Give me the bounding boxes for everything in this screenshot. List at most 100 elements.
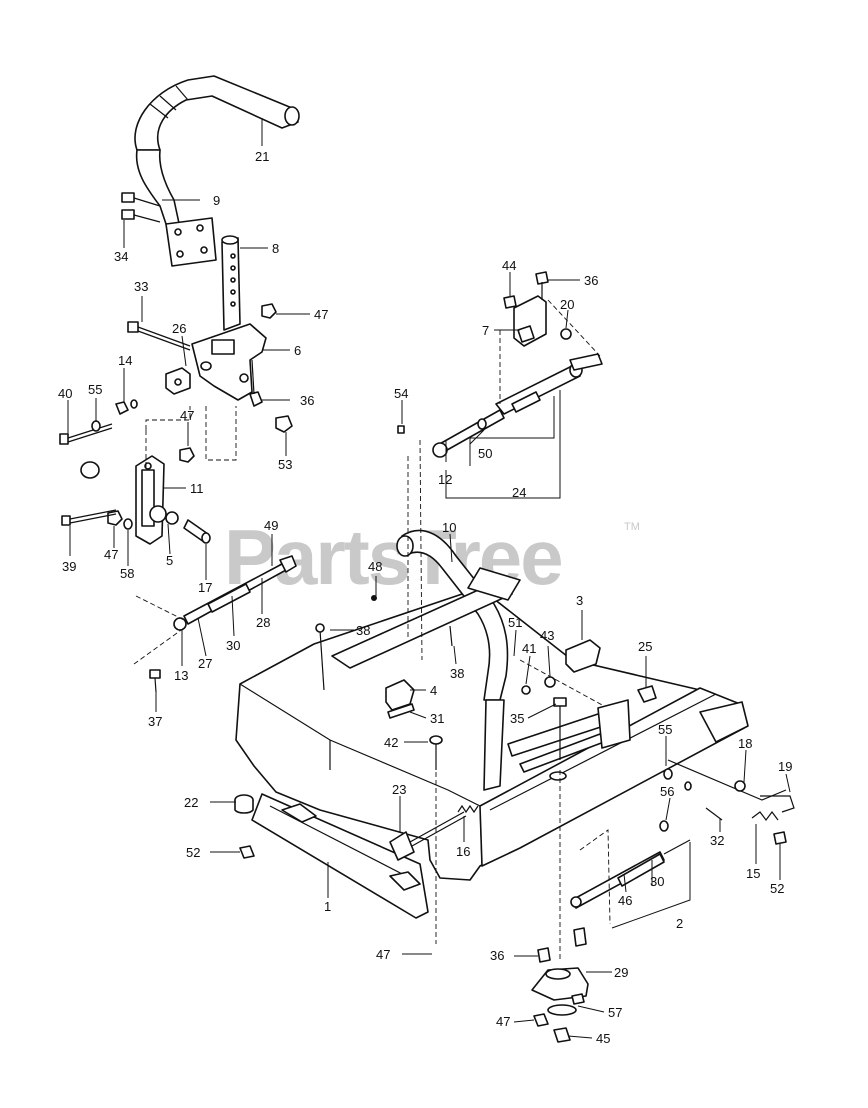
part-bracket-4: [385, 679, 415, 719]
callout-34: 34: [114, 249, 128, 264]
part-washer-58: [123, 518, 133, 530]
part-side-rail: [479, 687, 749, 867]
part-mount-29: [531, 927, 589, 1043]
callout-labels: 21 9 34 8 33 26 47 6 14 40 55 36 53 47 1…: [58, 149, 792, 1046]
parts-illustration: [59, 75, 795, 1043]
callout-9: 9: [213, 193, 220, 208]
part-linkage-2: [570, 839, 691, 909]
callout-47: 47: [180, 408, 194, 423]
part-nuts-52: [239, 831, 787, 859]
callout-43: 43: [540, 628, 554, 643]
part-handle-grip: [134, 75, 300, 151]
part-handle-arm: [135, 149, 217, 267]
callout-30: 30: [226, 638, 240, 653]
part-nut-53: [275, 415, 293, 433]
part-nut-48: [315, 595, 453, 691]
part-bolt-33: [127, 321, 191, 351]
callout-17: 17: [198, 580, 212, 595]
callout-10: 10: [442, 520, 456, 535]
part-switch-3: [544, 639, 657, 703]
callout-12: 12: [438, 472, 452, 487]
callout-22: 22: [184, 795, 198, 810]
watermark-tm: TM: [624, 521, 640, 533]
callout-14: 14: [118, 353, 132, 368]
callout-31: 31: [430, 711, 444, 726]
callout-32: 32: [710, 833, 724, 848]
callout-44: 44: [502, 258, 516, 273]
part-bracket-7: [503, 271, 572, 347]
callout-24: 24: [512, 485, 526, 500]
callout-30: 30: [650, 874, 664, 889]
part-bumper-22: [234, 794, 254, 814]
callout-55: 55: [88, 382, 102, 397]
callout-4: 4: [430, 683, 437, 698]
callout-51: 51: [508, 615, 522, 630]
part-damper-24: [432, 353, 603, 458]
part-control-rod: [173, 555, 297, 631]
callout-47: 47: [314, 307, 328, 322]
callout-52: 52: [186, 845, 200, 860]
callout-3: 3: [576, 593, 583, 608]
callout-27: 27: [198, 656, 212, 671]
callout-8: 8: [272, 241, 279, 256]
part-knob-23: [389, 811, 467, 861]
callout-40: 40: [58, 386, 72, 401]
callout-16: 16: [456, 844, 470, 859]
part-bolt-36a: [249, 359, 263, 407]
part-bolt-37: [149, 669, 161, 693]
callout-29: 29: [614, 965, 628, 980]
callout-57: 57: [608, 1005, 622, 1020]
callout-39: 39: [62, 559, 76, 574]
part-center-tube: [507, 699, 631, 781]
callout-45: 45: [596, 1031, 610, 1046]
callout-47: 47: [496, 1014, 510, 1029]
callout-25: 25: [638, 639, 652, 654]
callout-26: 26: [172, 321, 186, 336]
part-pin-32: [659, 807, 723, 832]
callout-38: 38: [356, 623, 370, 638]
callout-28: 28: [256, 615, 270, 630]
part-pedal-lever: [663, 759, 795, 821]
callout-46: 46: [618, 893, 632, 908]
part-misc-54-50: [397, 418, 487, 434]
callout-33: 33: [134, 279, 148, 294]
callout-36: 36: [584, 273, 598, 288]
part-pin-42: [429, 735, 443, 770]
callout-13: 13: [174, 668, 188, 683]
callout-18: 18: [738, 736, 752, 751]
callout-7: 7: [482, 323, 489, 338]
leader-lines: [67, 118, 791, 1039]
callout-54: 54: [394, 386, 408, 401]
callout-50: 50: [478, 446, 492, 461]
callout-38: 38: [450, 666, 464, 681]
part-bolts-34: [121, 192, 161, 223]
assembly-lines: [133, 299, 611, 962]
part-height-post: [221, 235, 241, 331]
callout-35: 35: [510, 711, 524, 726]
callout-36: 36: [300, 393, 314, 408]
part-steering-arm-10: [396, 529, 509, 791]
callout-47: 47: [104, 547, 118, 562]
part-lever-11: [135, 455, 165, 545]
callout-58: 58: [120, 566, 134, 581]
part-bracket-6: [191, 323, 267, 401]
callout-5: 5: [166, 553, 173, 568]
callout-11: 11: [190, 481, 204, 496]
callout-15: 15: [746, 866, 760, 881]
part-block-26: [165, 367, 191, 395]
part-spring-16: [457, 804, 479, 814]
callout-1: 1: [324, 899, 331, 914]
callout-56: 56: [660, 784, 674, 799]
callout-23: 23: [392, 782, 406, 797]
callout-48: 48: [368, 559, 382, 574]
callout-6: 6: [294, 343, 301, 358]
callout-36: 36: [490, 948, 504, 963]
callout-19: 19: [778, 759, 792, 774]
callout-41: 41: [522, 641, 536, 656]
callout-21: 21: [255, 149, 269, 164]
callout-42: 42: [384, 735, 398, 750]
callout-20: 20: [560, 297, 574, 312]
part-bolt-39: [61, 509, 117, 526]
callout-47: 47: [376, 947, 390, 962]
